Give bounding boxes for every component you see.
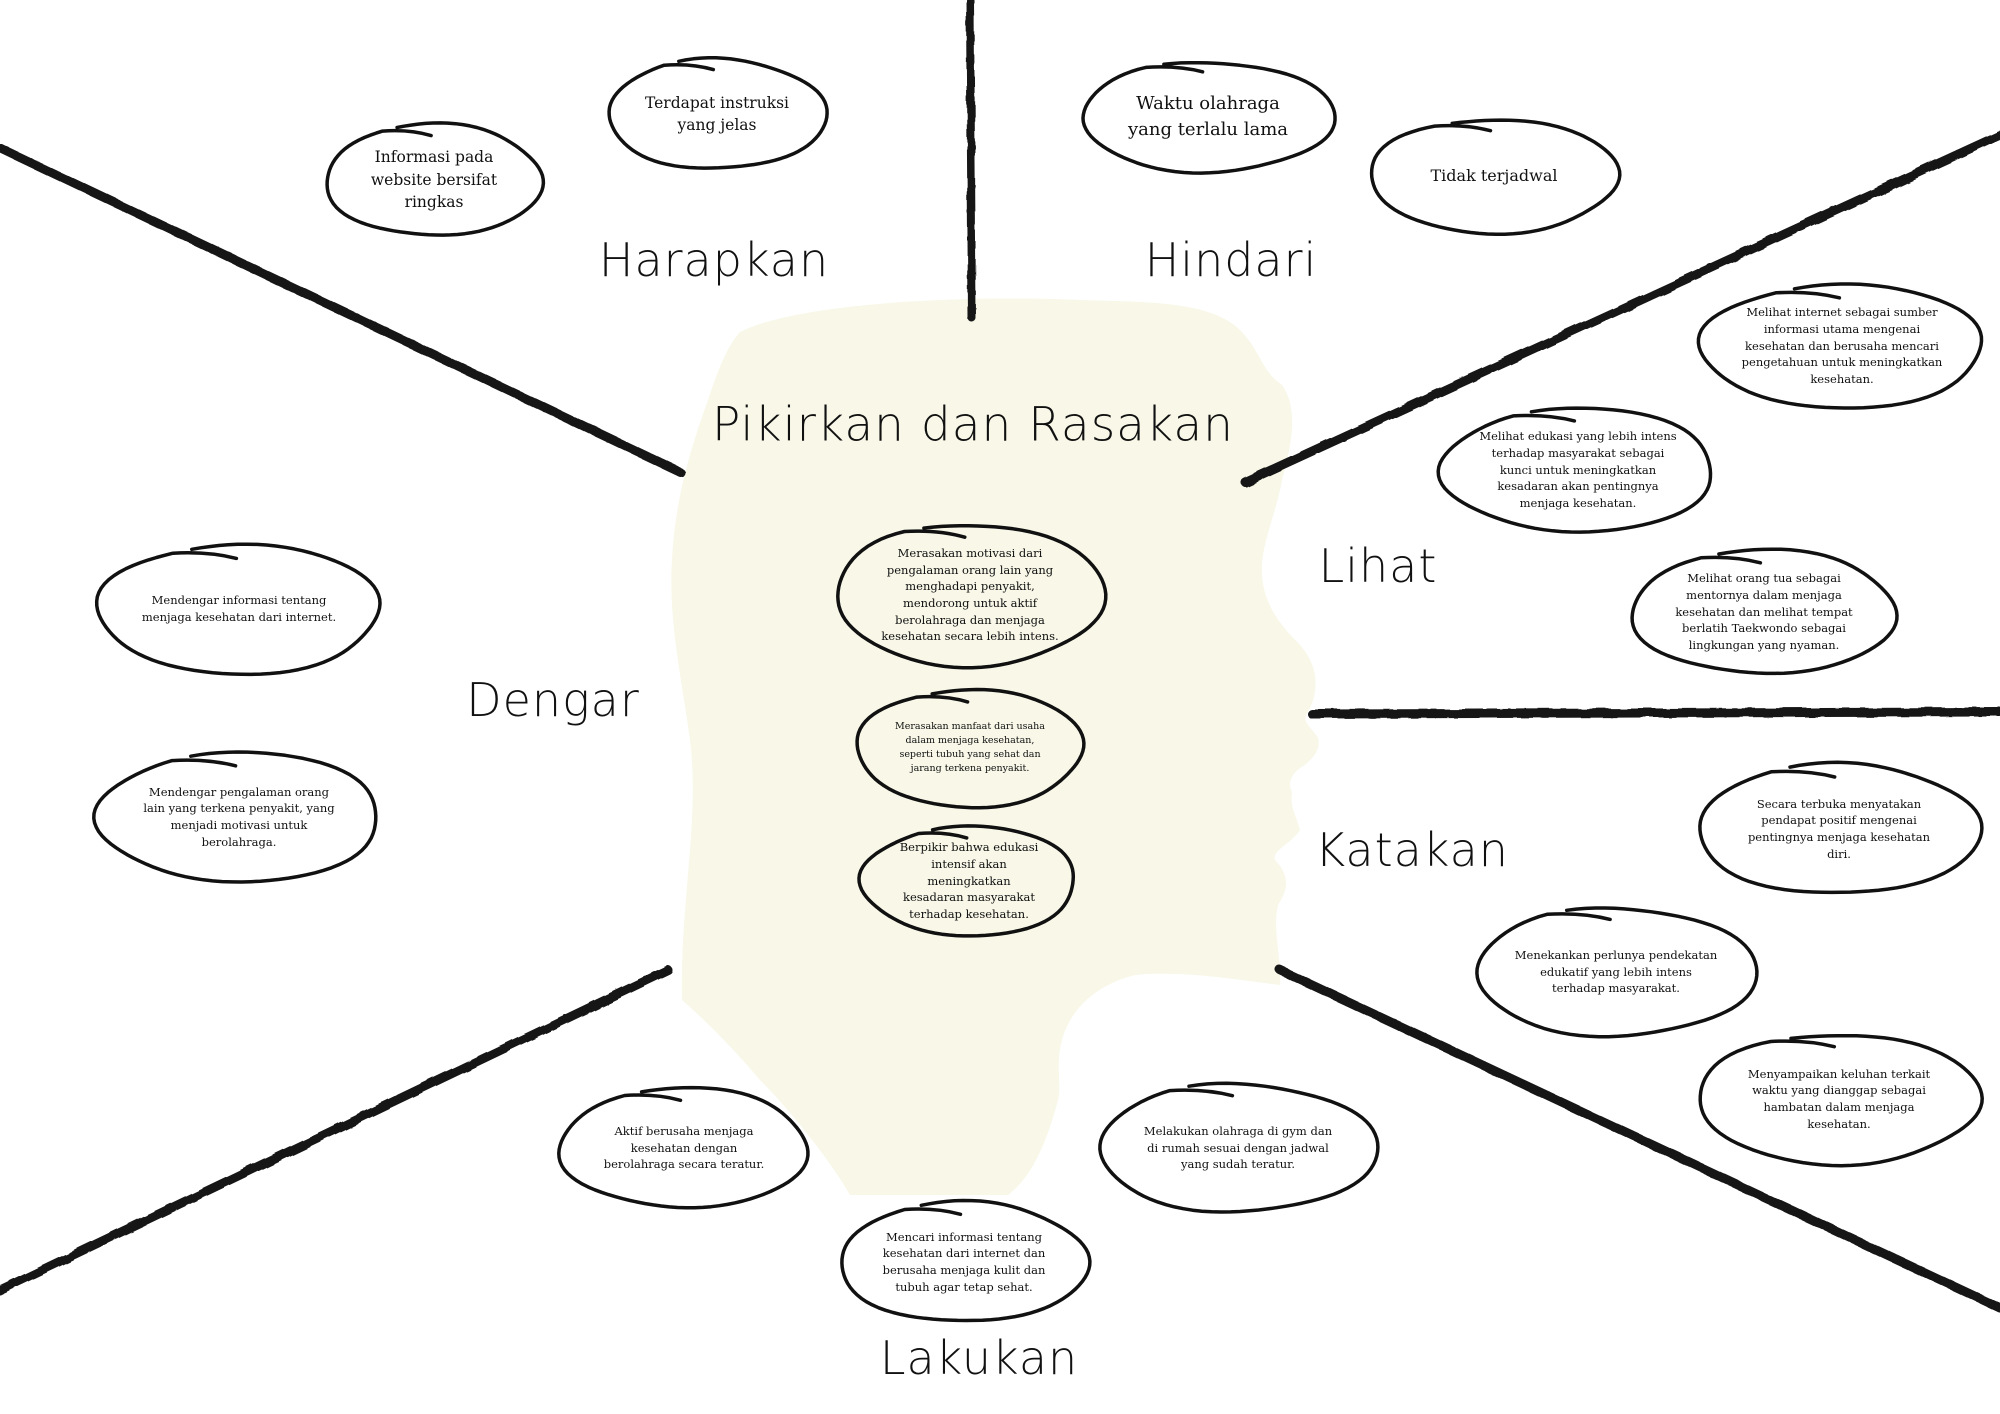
- note-text: Terdapat instruksi yang jelas: [644, 93, 790, 134]
- note-text: Melakukan olahraga di gym dan di rumah s…: [1143, 1123, 1333, 1172]
- note-lihat-1: Melihat internet sebagai sumber informas…: [1696, 280, 1987, 412]
- note-text: Informasi pada website bersifat ringkas: [370, 148, 498, 212]
- bubble-outline: [325, 121, 546, 237]
- note-text: Melihat internet sebagai sumber informas…: [1741, 305, 1943, 386]
- note-hindari-2: Tidak terjadwal: [1366, 115, 1622, 237]
- divider-lines: [0, 0, 2000, 1313]
- bubble-outline: [836, 524, 1108, 670]
- note-text: Waktu olahraga yang terlalu lama: [1127, 92, 1289, 140]
- bubble-outline: [1436, 406, 1713, 534]
- section-label-lakukan: Lakukan: [879, 1331, 1079, 1385]
- note-lakukan-2: Mencari informasi tentang kesehatan dari…: [836, 1198, 1092, 1326]
- note-harapkan-2: Terdapat instruksi yang jelas: [604, 55, 830, 173]
- head-silhouette: [671, 298, 1319, 1195]
- bubble-outline: [607, 56, 829, 170]
- note-text: Melihat edukasi yang lebih intens terhad…: [1479, 429, 1677, 510]
- note-text: Mendengar informasi tentang menjaga kese…: [141, 593, 337, 624]
- note-text: Mendengar pengalaman orang lain yang ter…: [143, 784, 335, 849]
- center-title: Pikirkan dan Rasakan: [712, 397, 1234, 453]
- note-text: Menyampaikan keluhan terkait waktu yang …: [1747, 1066, 1931, 1131]
- note-harapkan-1: Informasi pada website bersifat ringkas: [322, 120, 546, 240]
- bubble-outline: [94, 542, 382, 677]
- note-text: Merasakan manfaat dari usaha dalam menja…: [895, 721, 1045, 774]
- bubble-outline: [1475, 906, 1759, 1039]
- note-text: Melihat orang tua sebagai mentornya dala…: [1675, 571, 1853, 652]
- bubble-outline: [1696, 282, 1984, 410]
- note-katakan-1: Secara terbuka menyatakan pendapat posit…: [1694, 760, 1984, 898]
- note-text: Mencari informasi tentang kesehatan dari…: [882, 1229, 1046, 1294]
- bubble-outline: [1098, 1081, 1380, 1214]
- section-label-katakan: Katakan: [1315, 823, 1509, 877]
- note-text: Aktif berusaha menjaga kesehatan dengan …: [603, 1123, 765, 1172]
- section-label-lihat: Lihat: [1318, 539, 1438, 593]
- bubble-outline: [855, 687, 1086, 810]
- note-katakan-3: Menyampaikan keluhan terkait waktu yang …: [1694, 1030, 1984, 1168]
- note-center-1: Merasakan motivasi dari pengalaman orang…: [832, 520, 1108, 670]
- note-text: Secara terbuka menyatakan pendapat posit…: [1747, 796, 1931, 861]
- note-text: Menekankan perlunya pendekatan edukatif …: [1514, 947, 1718, 996]
- divider-upper-left: [0, 143, 685, 477]
- note-lakukan-1: Aktif berusaha menjaga kesehatan dengan …: [556, 1084, 812, 1212]
- note-text: Merasakan motivasi dari pengalaman orang…: [881, 545, 1059, 644]
- bubble-outline: [1630, 547, 1899, 676]
- note-dengar-2: Mendengar pengalaman orang lain yang ter…: [92, 748, 384, 886]
- bubble-outline: [1698, 1033, 1984, 1168]
- divider-lower-left: [0, 965, 673, 1295]
- section-label-harapkan: Harapkan: [598, 233, 830, 287]
- note-dengar-1: Mendengar informasi tentang menjaga kese…: [94, 540, 384, 678]
- note-hindari-1: Waktu olahraga yang terlalu lama: [1078, 58, 1338, 176]
- note-center-2: Merasakan manfaat dari usaha dalam menja…: [853, 685, 1087, 811]
- bubble-outline: [92, 750, 378, 884]
- bubble-outline: [557, 1085, 810, 1210]
- note-lakukan-3: Melakukan olahraga di gym dan di rumah s…: [1095, 1080, 1381, 1216]
- divider-right-horizontal: [1307, 707, 2000, 719]
- note-lihat-2: Melihat edukasi yang lebih intens terhad…: [1436, 404, 1718, 536]
- note-katakan-2: Menekankan perlunya pendekatan edukatif …: [1472, 904, 1760, 1040]
- bubble-outline: [1081, 60, 1337, 175]
- divider-lower-right: [1275, 965, 2000, 1313]
- bubble-outline: [1698, 760, 1984, 895]
- note-text: Tidak terjadwal: [1430, 166, 1558, 186]
- bubble-outline: [840, 1198, 1092, 1323]
- divider-upper-right: [1240, 130, 2000, 487]
- section-label-dengar: Dengar: [466, 673, 640, 727]
- bubble-outline: [857, 824, 1076, 938]
- note-center-3: Berpikir bahwa edukasi intensif akan men…: [857, 822, 1080, 940]
- section-label-hindari: Hindari: [1144, 233, 1318, 287]
- note-lihat-3: Melihat orang tua sebagai mentornya dala…: [1628, 546, 1900, 678]
- divider-top-vertical: [966, 0, 976, 322]
- note-text: Berpikir bahwa edukasi intensif akan men…: [899, 840, 1039, 921]
- bubble-outline: [1369, 118, 1622, 236]
